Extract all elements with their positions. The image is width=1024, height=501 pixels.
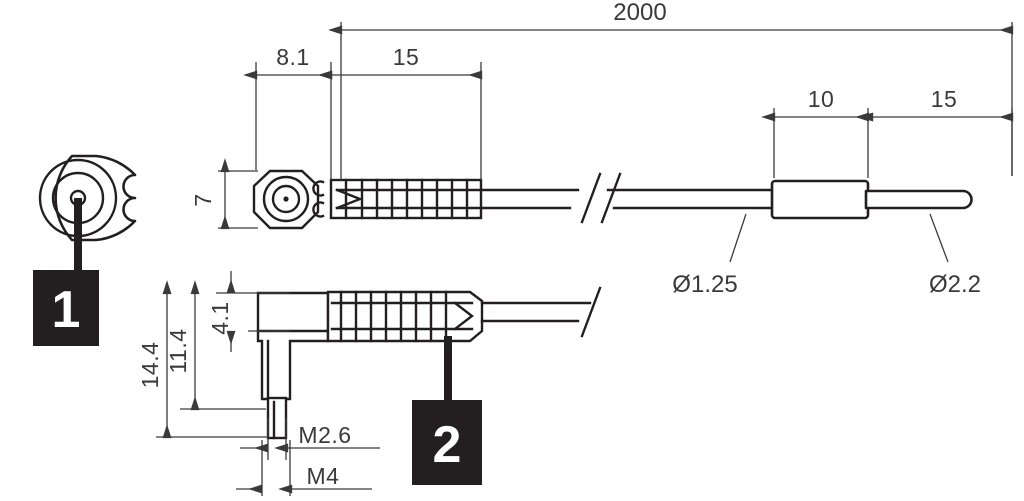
straight-strain-relief bbox=[329, 178, 483, 220]
angled-boot-outline bbox=[326, 290, 484, 343]
angled-threaded-stud bbox=[266, 396, 288, 440]
callout-2-box bbox=[412, 400, 482, 485]
leader-line-tip-diameter bbox=[929, 213, 949, 263]
boot-wedge bbox=[335, 188, 364, 210]
dimension-thread-m2-6: M2.6 bbox=[240, 418, 380, 460]
dimension-4-1: 4.1 bbox=[207, 271, 290, 352]
straight-head-center-dot bbox=[283, 196, 289, 202]
ferrule-sleeve bbox=[770, 179, 870, 220]
dim-label-2000: 2000 bbox=[613, 0, 666, 26]
dim-label-11-4: 11.4 bbox=[165, 328, 191, 373]
dim-label-strain-relief-15: 15 bbox=[393, 44, 420, 70]
callout-2-label: 2 bbox=[433, 416, 462, 474]
dim-label-7: 7 bbox=[190, 193, 216, 206]
label-tip-diameter: Ø2.2 bbox=[929, 271, 981, 298]
dim-label-tip-15: 15 bbox=[931, 86, 958, 112]
callout-2-leader bbox=[444, 336, 452, 404]
right-angle-connector-side-view bbox=[256, 286, 602, 440]
dim-label-8-1: 8.1 bbox=[276, 44, 309, 70]
dimension-overall-2000: 2000 bbox=[328, 0, 1014, 180]
diameter-callout-cable: Ø1.25 bbox=[672, 213, 747, 298]
straight-connector-side-view bbox=[252, 169, 973, 230]
connector-face-view bbox=[38, 154, 137, 242]
leader-line-cable-diameter bbox=[729, 213, 747, 263]
label-thread-m2-6: M2.6 bbox=[298, 422, 351, 448]
diameter-callout-tip: Ø2.2 bbox=[929, 213, 981, 298]
label-cable-diameter: Ø1.25 bbox=[672, 271, 737, 298]
angled-boot-wedge bbox=[453, 301, 474, 331]
label-thread-m4: M4 bbox=[307, 463, 340, 489]
callout-1-box bbox=[33, 270, 99, 346]
angled-cable-break-symbol bbox=[580, 286, 602, 338]
callout-2[interactable]: 2 bbox=[412, 336, 482, 485]
callout-1-label: 1 bbox=[52, 281, 81, 339]
face-outer-body bbox=[54, 154, 137, 242]
tip-shaft bbox=[864, 189, 973, 210]
dim-label-10: 10 bbox=[808, 86, 835, 112]
dimension-tip-15: 15 bbox=[859, 86, 1014, 176]
straight-head-ring-outer bbox=[262, 175, 310, 223]
dimension-ferrule-10: 10 bbox=[761, 86, 870, 178]
cable-break-symbol bbox=[580, 172, 622, 224]
straight-latch-notch-upper bbox=[312, 180, 325, 197]
dimension-8-1: 8.1 bbox=[243, 44, 333, 180]
dimension-thread-m4: M4 bbox=[236, 440, 372, 496]
angled-strain-relief bbox=[326, 290, 484, 343]
dimension-strain-relief-15: 15 bbox=[318, 44, 483, 180]
straight-head-ring-inner bbox=[271, 184, 301, 214]
callout-1[interactable]: 1 bbox=[33, 198, 99, 346]
straight-latch-notch-lower bbox=[312, 201, 325, 218]
callout-1-leader bbox=[74, 198, 82, 272]
dimension-height-7: 7 bbox=[190, 158, 258, 230]
dim-label-4-1: 4.1 bbox=[207, 301, 233, 334]
dim-label-14-4: 14.4 bbox=[137, 342, 163, 389]
dimension-14-4: 14.4 bbox=[137, 280, 268, 439]
